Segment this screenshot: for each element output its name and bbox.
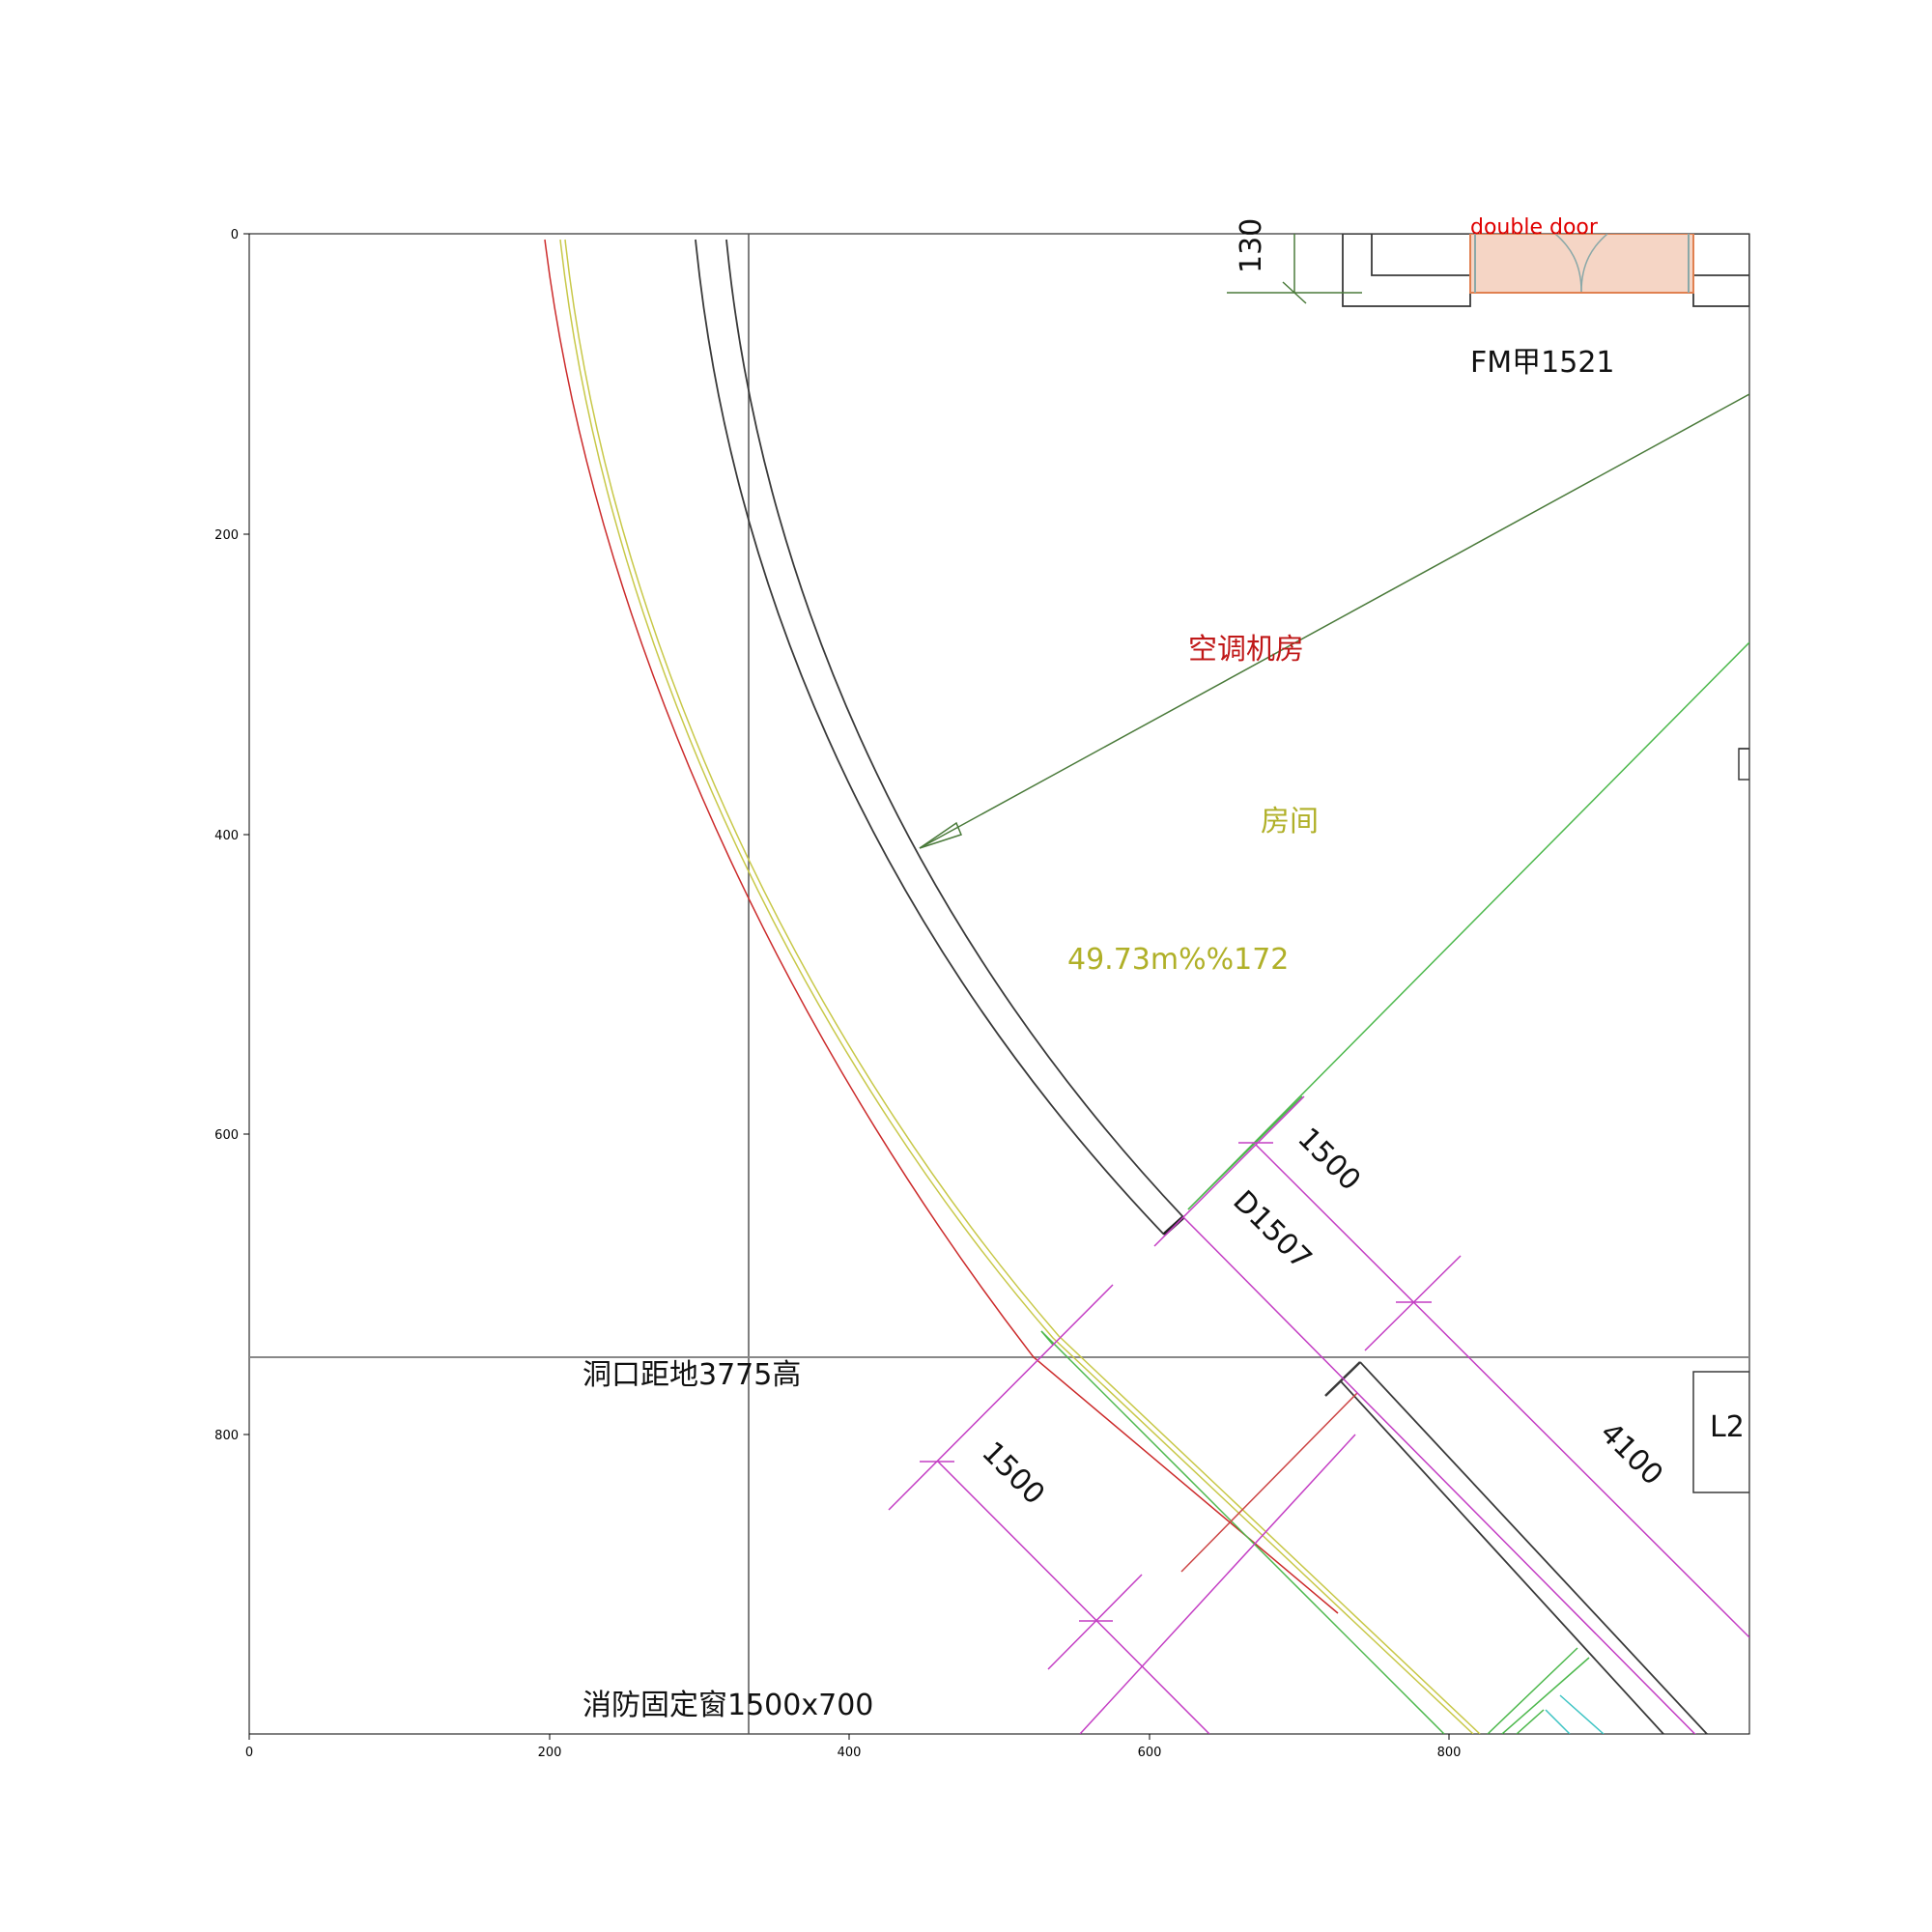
double-door-annotation: double door (1470, 215, 1599, 240)
dim-130-tick (1282, 281, 1307, 304)
dim-ext-lower-1 (888, 1284, 1114, 1511)
wall-curve-inner (695, 239, 1165, 1236)
y-axis: 0 200 400 600 800 (214, 228, 249, 1443)
y-tick-400: 400 (214, 829, 239, 843)
green-window-1 (1487, 1647, 1578, 1734)
room-ac-label: 空调机房 (1188, 633, 1304, 667)
fire-window-label: 消防固定窗1500x700 (582, 1689, 873, 1722)
dim-line-2 (1255, 1144, 1749, 1638)
door-code-label: FM甲1521 (1470, 346, 1615, 380)
green-window-3 (1516, 1709, 1545, 1734)
dim-ext-lower-2 (1047, 1574, 1143, 1670)
cyan-window-1 (1559, 1694, 1605, 1734)
dim-line-lower (936, 1460, 1210, 1734)
x-tick-400: 400 (838, 1746, 862, 1760)
dim-ext-2 (1364, 1255, 1462, 1351)
dim-line-lower-2 (1079, 1434, 1356, 1734)
yellow-curved-line-2 (564, 239, 1481, 1734)
green-diagonal-short (1187, 1095, 1303, 1210)
dim-ext-1 (1153, 1095, 1305, 1247)
axis-tag-label: L2 (1710, 1410, 1745, 1444)
door-swing-right (1580, 234, 1608, 293)
green-window-2 (1501, 1657, 1590, 1734)
wall-straight-1 (1340, 1380, 1664, 1734)
area-label: 49.73m%%172 (1067, 943, 1289, 977)
green-diagonal-long (1187, 641, 1749, 1210)
wall-inner-left (1371, 234, 1470, 276)
red-curved-line (544, 239, 1339, 1614)
x-tick-200: 200 (538, 1746, 562, 1760)
wall-straight-2 (1359, 1361, 1708, 1734)
wall-nub-box (1738, 748, 1749, 781)
y-tick-200: 200 (214, 528, 239, 543)
x-tick-0: 0 (245, 1746, 253, 1760)
y-tick-800: 800 (214, 1429, 239, 1443)
leader-line (919, 393, 1749, 849)
yellow-curved-line-1 (559, 239, 1474, 1734)
red-diagonal (1180, 1392, 1358, 1573)
x-tick-800: 800 (1437, 1746, 1462, 1760)
y-tick-600: 600 (214, 1128, 239, 1143)
x-tick-600: 600 (1138, 1746, 1162, 1760)
dim-130-label: 130 (1235, 218, 1268, 273)
y-tick-0: 0 (231, 228, 239, 242)
green-corner (1040, 1330, 1054, 1346)
dim-line-1 (1182, 1216, 1696, 1734)
x-axis: 0 200 400 600 800 (245, 1734, 1462, 1760)
green-wall-line (1040, 1330, 1445, 1734)
cyan-window-2 (1545, 1709, 1571, 1734)
axis-tag-box (1692, 1371, 1749, 1493)
leader-arrowhead (919, 821, 963, 849)
plot-frame (248, 233, 1750, 1735)
wall-curve-outer (725, 239, 1184, 1218)
room-name-label: 房间 (1261, 805, 1319, 838)
opening-height-label: 洞口距地3775高 (582, 1358, 801, 1392)
